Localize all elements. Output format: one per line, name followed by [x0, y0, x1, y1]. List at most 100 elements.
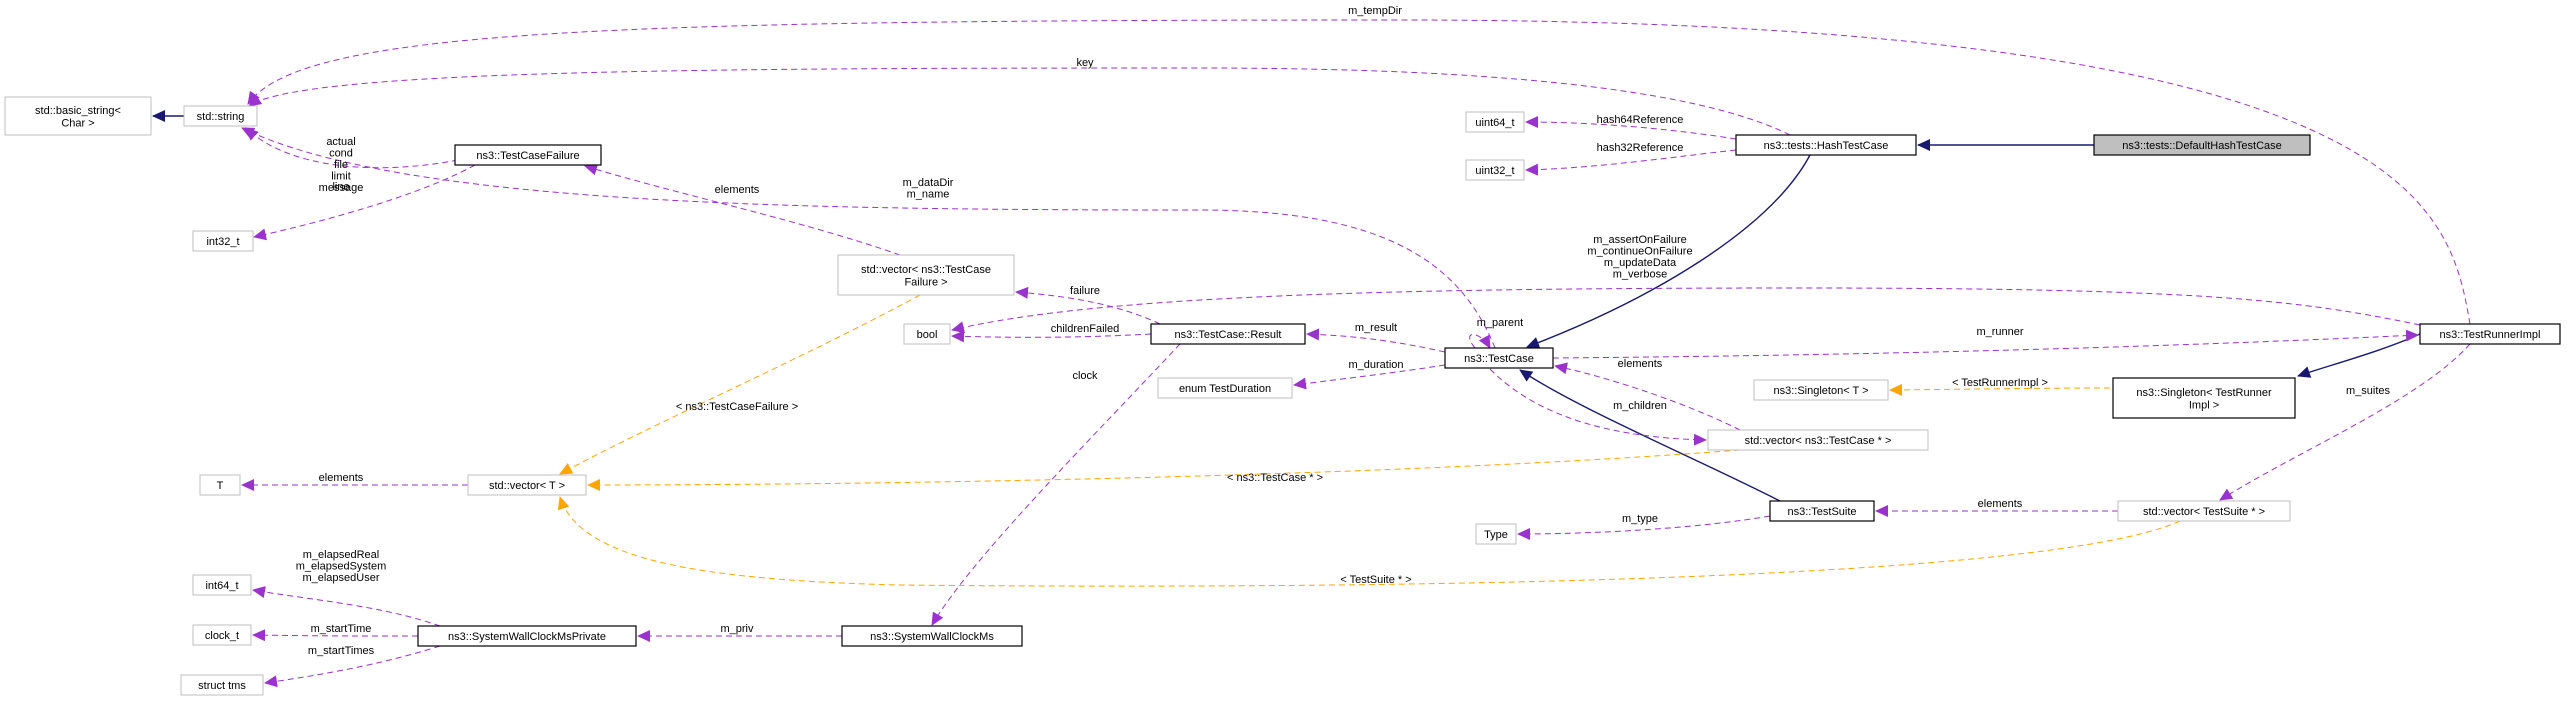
node-frame [2112, 377, 2296, 419]
edge-label-elapsed: m_elapsedSystem [296, 561, 387, 573]
node-swcm[interactable]: ns3::SystemWallClockMs [841, 625, 1023, 647]
node-label: uint32_t [1475, 165, 1514, 177]
node-swcmp[interactable]: ns3::SystemWallClockMsPrivate [417, 625, 637, 647]
node-testcase[interactable]: ns3::TestCase [1444, 347, 1554, 369]
node-label: std::basic_string< [35, 105, 121, 117]
usage-edge [2219, 343, 2471, 501]
edge-label-m-priv: m_priv [720, 623, 754, 635]
node-vector-suite[interactable]: std::vector< TestSuite * > [2117, 500, 2291, 522]
node-label: ns3::SystemWallClockMs [870, 631, 994, 643]
node-frame [837, 254, 1015, 296]
edge-label-line: line [332, 181, 349, 193]
edge-label-m-suites: m_suites [2346, 385, 2391, 397]
usage-edge [1552, 329, 2419, 359]
node-frame [841, 625, 1023, 647]
usage-edge [252, 586, 441, 627]
node-enum-duration[interactable]: enum TestDuration [1157, 377, 1293, 399]
node-label: Failure > [904, 276, 947, 288]
usage-edge [247, 19, 2471, 325]
usage-edge [1525, 116, 1737, 140]
node-frame [467, 474, 587, 496]
node-hashtestcase[interactable]: ns3::tests::HashTestCase [1735, 134, 1917, 156]
node-uint32[interactable]: uint32_t [1465, 159, 1525, 181]
node-singleton-t[interactable]: ns3::Singleton< T > [1753, 379, 1889, 401]
usage-edge [1306, 328, 1446, 353]
edge-label-data-name: m_name [907, 189, 950, 201]
node-frame [903, 323, 951, 345]
edge-label-elements-suite: elements [1978, 498, 2023, 510]
node-defaulthash[interactable]: ns3::tests::DefaultHashTestCase [2093, 134, 2311, 156]
node-vector-failure[interactable]: std::vector< ns3::TestCaseFailure > [837, 254, 1015, 296]
node-frame [4, 96, 152, 136]
node-type[interactable]: Type [1475, 523, 1517, 545]
node-label: ns3::tests::HashTestCase [1764, 140, 1889, 152]
edge-label-m-tempDir: m_tempDir [1348, 5, 1402, 17]
node-clock-t[interactable]: clock_t [192, 624, 252, 646]
node-bool[interactable]: bool [903, 323, 951, 345]
node-frame [2419, 323, 2561, 345]
edge-label-failure-fields: actual [326, 136, 355, 148]
node-struct-tms[interactable]: struct tms [180, 674, 264, 696]
node-testsuite[interactable]: ns3::TestSuite [1769, 500, 1875, 522]
node-basic-string[interactable]: std::basic_string<Char > [4, 96, 152, 136]
node-frame [192, 574, 252, 596]
node-label: Char > [61, 117, 94, 129]
usage-edge [951, 287, 2421, 334]
node-vector-testcase[interactable]: std::vector< ns3::TestCase * > [1707, 429, 1929, 451]
node-testrunnerimpl[interactable]: ns3::TestRunnerImpl [2419, 323, 2561, 345]
node-frame [183, 105, 258, 127]
usage-edge [264, 645, 441, 688]
edge-label-elements-tc: elements [1618, 358, 1663, 370]
edge-label-elements-failure: elements [715, 184, 760, 196]
node-t[interactable]: T [199, 474, 241, 496]
node-int64[interactable]: int64_t [192, 574, 252, 596]
node-label: ns3::TestSuite [1787, 506, 1856, 518]
node-label: uint64_t [1475, 117, 1514, 129]
node-uint64[interactable]: uint64_t [1465, 111, 1525, 133]
edge-label-m-result: m_result [1355, 322, 1397, 334]
usage-edge [1469, 334, 1491, 349]
edge-label-clock: clock [1072, 370, 1098, 382]
usage-edge [245, 127, 459, 169]
node-frame [417, 625, 637, 647]
edge-label-data-name: m_dataDir [903, 177, 954, 189]
node-result[interactable]: ns3::TestCase::Result [1150, 323, 1306, 345]
usage-edge [951, 330, 1152, 343]
edge-label-childrenFailed: childrenFailed [1051, 323, 1119, 335]
edge-label-failure-fields: message [319, 182, 364, 194]
node-label: int64_t [205, 580, 238, 592]
edge-label-flags: m_updateData [1604, 257, 1677, 269]
node-int32[interactable]: int32_t [192, 230, 254, 252]
usage-edge [1517, 515, 1771, 540]
edge-label-m-children: m_children [1613, 400, 1667, 412]
usage-edge [241, 127, 1496, 349]
node-testcasefailure[interactable]: ns3::TestCaseFailure [454, 144, 602, 166]
inheritance-edge [1526, 154, 1811, 349]
node-frame [1444, 347, 1554, 369]
edge-label-hash32Reference: hash32Reference [1597, 142, 1684, 154]
node-label: ns3::Singleton< T > [1774, 385, 1869, 397]
usage-edge [253, 164, 476, 241]
edge-label-m-startTimes: m_startTimes [308, 645, 375, 657]
node-frame [199, 474, 241, 496]
node-std-string[interactable]: std::string [183, 105, 258, 127]
node-frame [1769, 500, 1875, 522]
node-vector-t[interactable]: std::vector< T > [467, 474, 587, 496]
edge-label-m-startTime: m_startTime [311, 623, 372, 635]
node-frame [1753, 379, 1889, 401]
usage-edge [584, 163, 901, 256]
template-edge [1889, 383, 2111, 396]
node-singleton-runner[interactable]: ns3::Singleton< TestRunnerImpl > [2112, 377, 2296, 419]
edge-label-m-type: m_type [1622, 513, 1658, 525]
template-edge [559, 294, 921, 475]
usage-edge [1489, 368, 1707, 446]
node-label: T [217, 480, 224, 492]
node-frame [1475, 523, 1517, 545]
node-frame [2093, 134, 2311, 156]
node-label: int32_t [206, 236, 239, 248]
node-label: std::vector< TestSuite * > [2143, 506, 2265, 518]
node-label: ns3::TestCase::Result [1175, 329, 1282, 341]
edge-label-tpl-runner: < TestRunnerImpl > [1952, 377, 2048, 389]
inheritance-edge [2297, 333, 2421, 378]
edge-label-elapsed: m_elapsedUser [302, 572, 379, 584]
